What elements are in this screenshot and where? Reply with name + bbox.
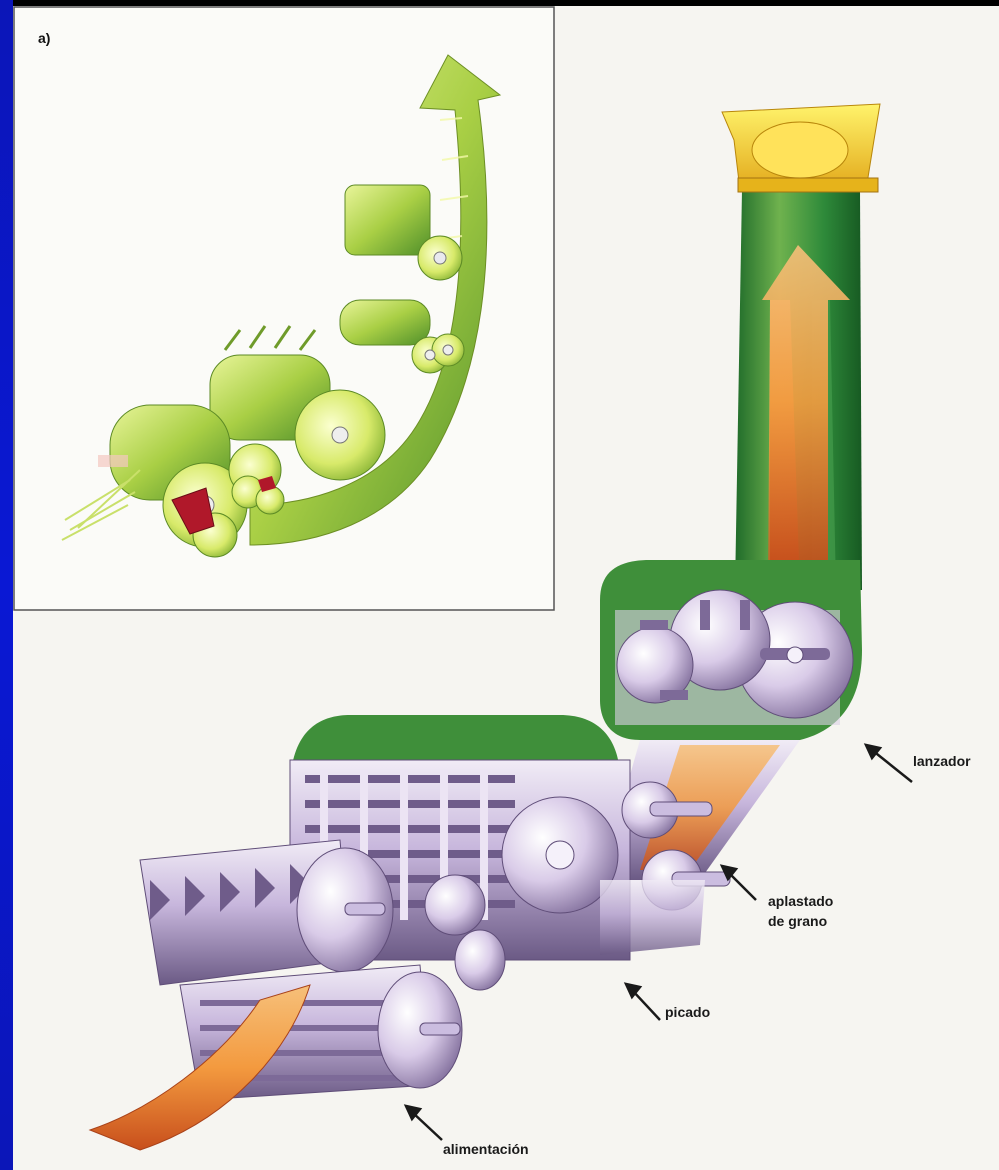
callout-alimentacion: alimentación <box>443 1140 529 1158</box>
callout-aplastado-line1: aplastado <box>768 892 833 910</box>
callout-aplastado-line2: de grano <box>768 912 827 930</box>
callout-lanzador: lanzador <box>913 752 971 770</box>
callout-picado: picado <box>665 1003 710 1021</box>
inset-label: a) <box>38 30 50 46</box>
inset-panel <box>14 7 554 610</box>
discharge-spout <box>722 104 880 590</box>
